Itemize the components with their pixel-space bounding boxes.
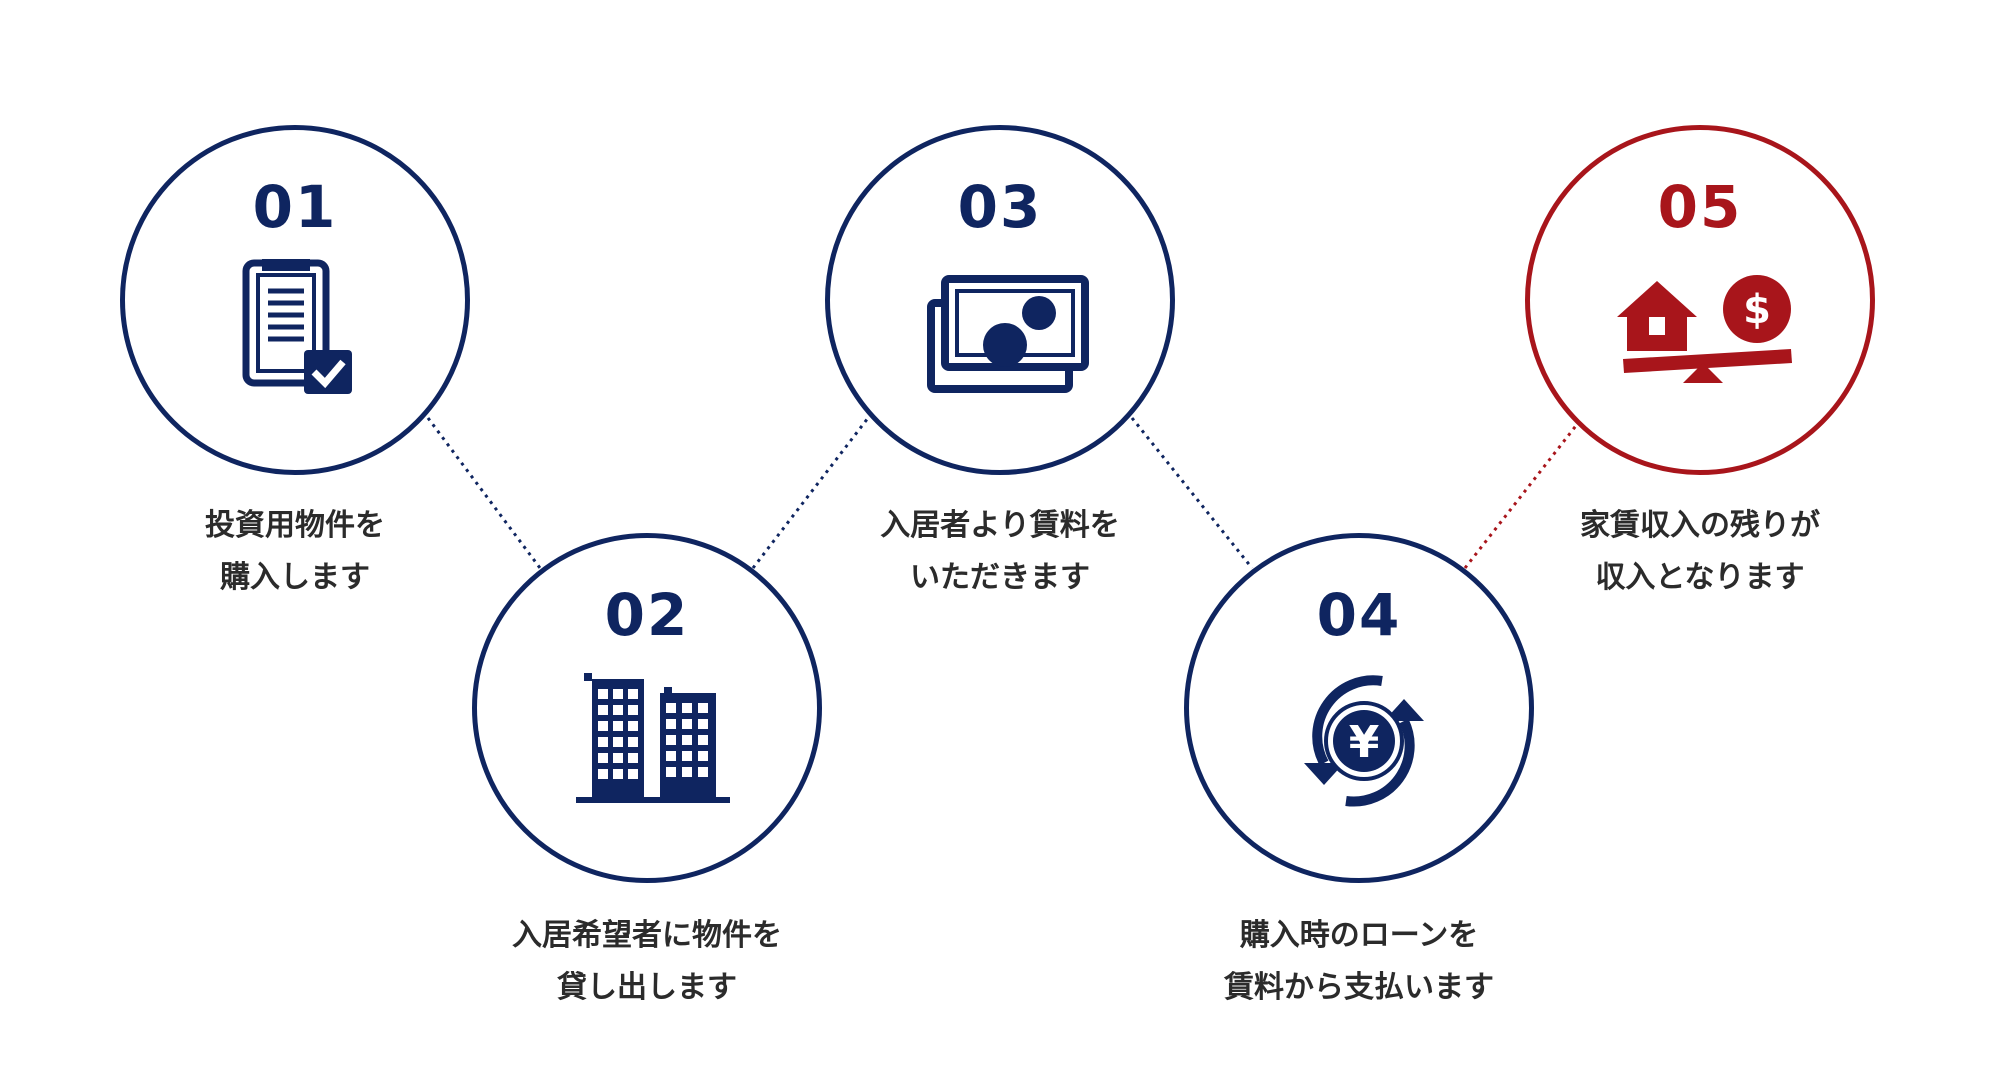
caption-line: 貸し出します: [557, 970, 737, 1005]
step-01-circle: 01: [120, 125, 470, 475]
yen-symbol: ¥: [1349, 717, 1380, 768]
caption-line: 家賃収入の残りが: [1580, 508, 1820, 543]
step-number: 02: [604, 581, 690, 649]
caption-line: 入居者より賃料を: [880, 508, 1120, 543]
house-money-balance-icon: $: [1617, 275, 1792, 383]
step-number: 04: [1316, 581, 1402, 649]
connector-03-04: [1130, 417, 1254, 569]
caption-line: いただきます: [910, 560, 1090, 595]
contract-document-check-icon: [242, 259, 352, 394]
step-04-caption: 購入時のローンを 賃料から支払います: [1149, 910, 1569, 1014]
apartment-buildings-icon: [576, 673, 730, 803]
caption-line: 投資用物件を: [205, 508, 385, 543]
step-number: 03: [957, 173, 1043, 241]
step-number: 05: [1657, 173, 1743, 241]
step-04-circle: 04 ¥: [1184, 533, 1534, 883]
step-number: 01: [252, 173, 338, 241]
step-05-caption: 家賃収入の残りが 収入となります: [1490, 500, 1910, 604]
step-01-caption: 投資用物件を 購入します: [85, 500, 505, 604]
caption-line: 賃料から支払います: [1224, 970, 1494, 1005]
step-03-caption: 入居者より賃料を いただきます: [790, 500, 1210, 604]
caption-line: 収入となります: [1595, 560, 1805, 595]
caption-line: 購入します: [220, 560, 370, 595]
step-03-circle: 03: [825, 125, 1175, 475]
step-05-circle: 05 $: [1525, 125, 1875, 475]
yen-cycle-icon: ¥: [1304, 675, 1424, 807]
dollar-symbol: $: [1743, 287, 1771, 333]
step-02-caption: 入居希望者に物件を 貸し出します: [437, 910, 857, 1014]
caption-line: 入居希望者に物件を: [512, 918, 782, 953]
step-02-circle: 02: [472, 533, 822, 883]
caption-line: 購入時のローンを: [1239, 918, 1479, 953]
cash-bills-icon: [927, 275, 1089, 393]
